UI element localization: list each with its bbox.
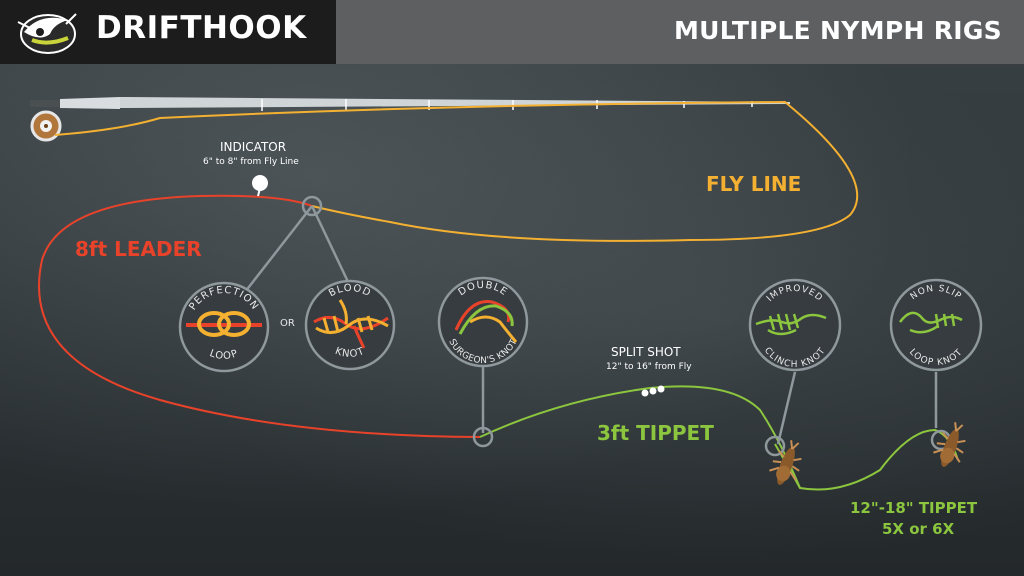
page-title: MULTIPLE NYMPH RIGS — [674, 16, 1002, 45]
double-surgeons-knot-badge: DOUBLE SURGEON'S KNOT — [437, 276, 529, 368]
logo-block: DRIFTHOOK — [0, 0, 336, 64]
main-tippet-label: 3ft TIPPET — [597, 421, 714, 445]
perfection-loop-badge: PERFECTION LOOP — [178, 281, 270, 373]
indicator-label: INDICATOR — [220, 140, 287, 154]
dropper-knot-marker — [764, 435, 786, 457]
non-slip-loop-knot-badge: NON SLIP LOOP KNOT — [889, 278, 983, 372]
indicator-distance-note: 6" to 8" from Fly Line — [203, 157, 299, 167]
leader-knot-marker — [301, 195, 323, 217]
knot-connectors — [244, 205, 938, 445]
dropper-tippet-length-label: 12"-18" TIPPET — [850, 499, 978, 517]
svg-text:LOOP: LOOP — [208, 348, 240, 362]
fly-line — [54, 100, 859, 242]
leader-label: 8ft LEADER — [75, 237, 202, 261]
tippet-knot-marker — [472, 426, 494, 448]
fly-line-label: FLY LINE — [706, 172, 802, 196]
fly-rod-icon — [30, 97, 790, 111]
nymph-fly-icon — [933, 422, 966, 467]
blood-knot-icon — [313, 299, 389, 349]
improved-clinch-knot-badge: IMPROVED CLINCH KNOT — [748, 278, 842, 372]
blood-knot-label-top: BLOOD — [327, 283, 372, 299]
perfection-loop-label-bottom: LOOP — [208, 348, 239, 362]
drifthook-fish-logo-icon — [17, 13, 77, 54]
improved-clinch-knot-icon — [755, 313, 827, 336]
split-shot-distance-note: 12" to 16" from Fly — [606, 362, 692, 372]
fly-reel-icon — [30, 110, 62, 142]
nymph-fly-icon — [769, 440, 802, 485]
perfection-loop-knot-icon — [186, 311, 262, 337]
tippet-line — [479, 385, 959, 491]
dropper-tippet-size-label: 5X or 6X — [882, 520, 955, 538]
blood-knot-badge: BLOOD KNOT — [304, 279, 396, 371]
svg-text:BLOOD: BLOOD — [327, 283, 373, 299]
or-separator: OR — [280, 318, 295, 329]
non-slip-loop-knot-icon — [899, 311, 963, 334]
brand-name: DRIFTHOOK — [96, 10, 307, 46]
split-shot-icon — [641, 385, 665, 397]
strike-indicator-icon — [252, 175, 268, 197]
split-shot-label: SPLIT SHOT — [611, 345, 681, 359]
leader-line — [38, 194, 481, 438]
double-surgeons-knot-icon — [454, 300, 518, 343]
